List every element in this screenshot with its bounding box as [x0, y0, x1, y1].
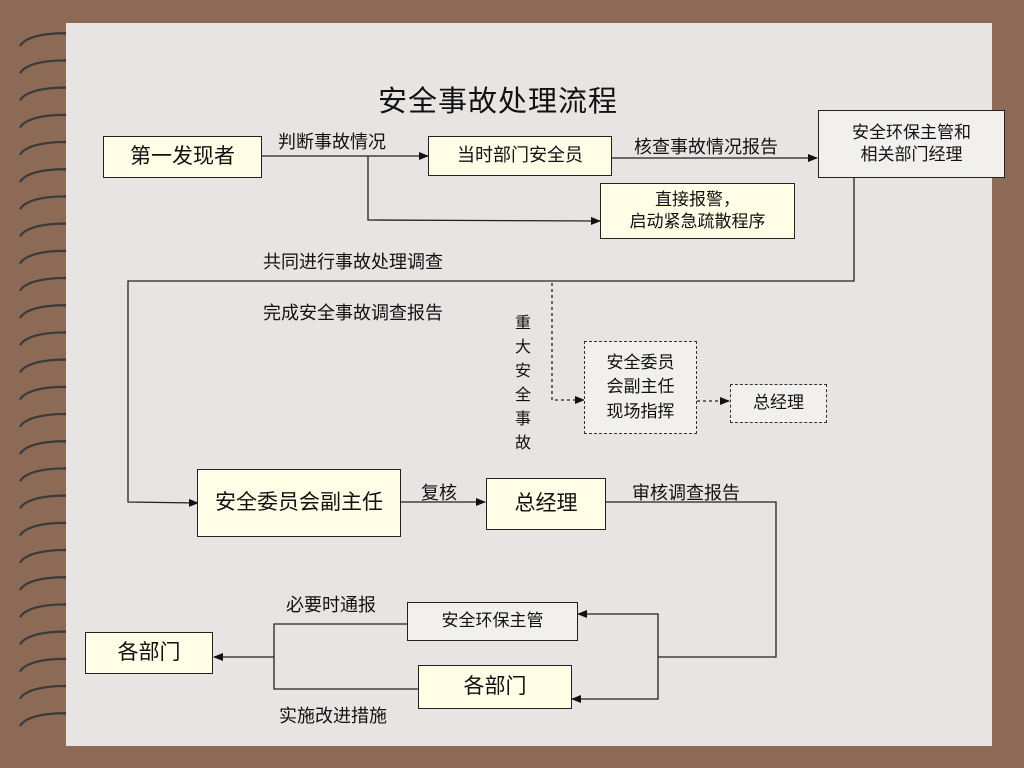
node-gm-onsite: 总经理 [730, 384, 827, 423]
node-depts-mid: 各部门 [418, 665, 572, 709]
line-ehs-head-left [273, 623, 418, 690]
node-alarm-line2: 启动紧急疏散程序 [629, 212, 766, 232]
page-title: 安全事故处理流程 [378, 84, 619, 118]
label-joint-investigation: 共同进行事故处理调查 [263, 252, 443, 273]
arrow-major-accident [551, 283, 585, 404]
node-depts-left: 各部门 [85, 632, 213, 674]
node-ehs-head: 安全环保主管 [407, 602, 578, 641]
label-major-accident-2: 安全 [514, 361, 531, 404]
node-ehs-manager-line2: 相关部门经理 [860, 145, 963, 165]
label-major-accident-1: 重大 [514, 313, 531, 356]
label-implement-improve: 实施改进措施 [279, 706, 387, 727]
node-vice-chair: 安全委员会副主任 [197, 469, 401, 537]
node-ehs-manager-line1: 安全环保主管和 [852, 122, 971, 143]
label-complete-report: 完成安全事故调查报告 [263, 303, 443, 324]
node-alarm: 直接报警， 启动紧急疏散程序 [600, 183, 795, 239]
node-dept-safety-officer: 当时部门安全员 [428, 136, 612, 176]
node-gm: 总经理 [486, 478, 606, 530]
arrow-ehs-to-vicechair [127, 177, 855, 507]
label-verify-report: 核查事故情况报告 [634, 137, 778, 158]
arrow-to-depts-mid [571, 657, 659, 703]
node-first-finder: 第一发现者 [103, 136, 262, 178]
label-major-accident: 重大 安全 事故 [513, 311, 533, 455]
node-vice-onsite-command: 安全委员 会副主任 现场指挥 [584, 341, 697, 434]
node-vice-onsite-line2: 会副主任 [606, 377, 675, 398]
node-vice-onsite-line1: 安全委员 [606, 352, 675, 373]
arrow-to-alarm [367, 156, 601, 225]
label-notify-if-needed: 必要时通报 [286, 595, 376, 616]
node-vice-onsite-line3: 现场指挥 [606, 401, 675, 422]
label-judge: 判断事故情况 [278, 132, 386, 153]
node-alarm-line1: 直接报警， [655, 189, 740, 210]
node-ehs-manager: 安全环保主管和 相关部门经理 [818, 110, 1005, 178]
line-audit-report [606, 501, 777, 658]
arrow-to-ehs-head [577, 610, 659, 657]
label-audit-report: 审核调查报告 [632, 483, 740, 504]
label-review: 复核 [421, 483, 457, 504]
label-major-accident-3: 事故 [514, 409, 531, 452]
